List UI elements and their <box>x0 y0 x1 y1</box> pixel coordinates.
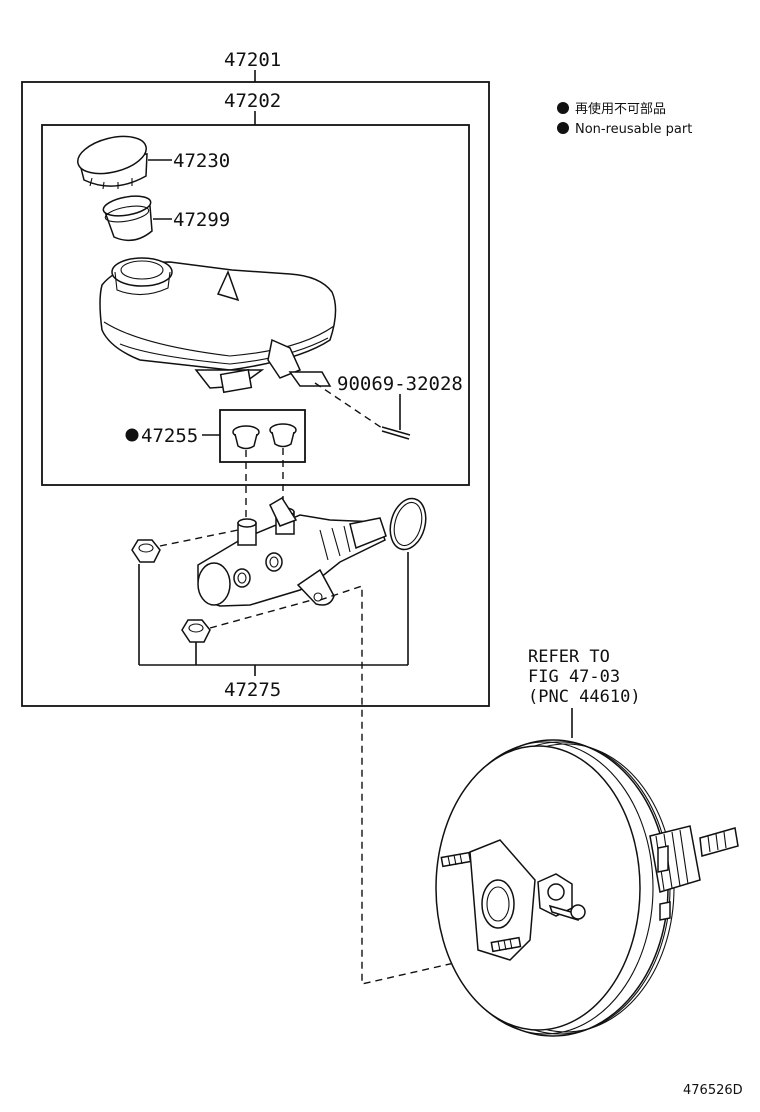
booster-mounting-line <box>319 585 521 985</box>
part-number-90069-32028[interactable]: 90069-32028 <box>337 373 463 395</box>
booster-stud-lower <box>490 936 522 953</box>
nut-upper[interactable] <box>131 539 161 563</box>
non-reusable-bullet-icon <box>125 428 139 442</box>
assembly-outline-box <box>21 81 490 707</box>
retaining-pin[interactable] <box>381 426 411 440</box>
reservoir-strainer[interactable] <box>102 193 153 242</box>
nut-alignment-line <box>159 529 239 547</box>
grommet-left[interactable] <box>232 425 260 450</box>
part-number-47275[interactable]: 47275 <box>224 679 281 701</box>
pin-insertion-path <box>314 382 383 429</box>
part-number-47230[interactable]: 47230 <box>173 150 230 172</box>
part-number-47202[interactable]: 47202 <box>224 90 281 112</box>
legend-english: Non-reusable part <box>575 122 692 137</box>
legend-japanese: 再使用不可部品 <box>575 101 666 117</box>
part-number-47201[interactable]: 47201 <box>224 49 281 71</box>
grommet-group-box <box>219 409 306 463</box>
o-ring[interactable] <box>385 494 431 553</box>
brake-booster[interactable] <box>435 739 739 1037</box>
nut-alignment-line <box>209 599 313 629</box>
part-number-47255[interactable]: 47255 <box>141 425 198 447</box>
reference-line-2: FIG 47-03 <box>528 667 620 687</box>
non-reusable-bullet-icon <box>557 102 569 114</box>
figure-id: 476526D <box>683 1083 743 1098</box>
reservoir-outline-box <box>41 124 470 486</box>
master-cylinder-body[interactable] <box>197 496 387 607</box>
part-number-47299[interactable]: 47299 <box>173 209 230 231</box>
reservoir-tank[interactable] <box>99 257 337 394</box>
booster-stud-upper <box>440 851 472 868</box>
reference-line-3: (PNC 44610) <box>528 687 641 707</box>
reference-line-1: REFER TO <box>528 647 610 667</box>
reservoir-cap[interactable] <box>74 130 150 190</box>
non-reusable-bullet-icon <box>557 122 569 134</box>
grommet-right[interactable] <box>269 423 297 448</box>
nut-lower[interactable] <box>181 619 211 643</box>
